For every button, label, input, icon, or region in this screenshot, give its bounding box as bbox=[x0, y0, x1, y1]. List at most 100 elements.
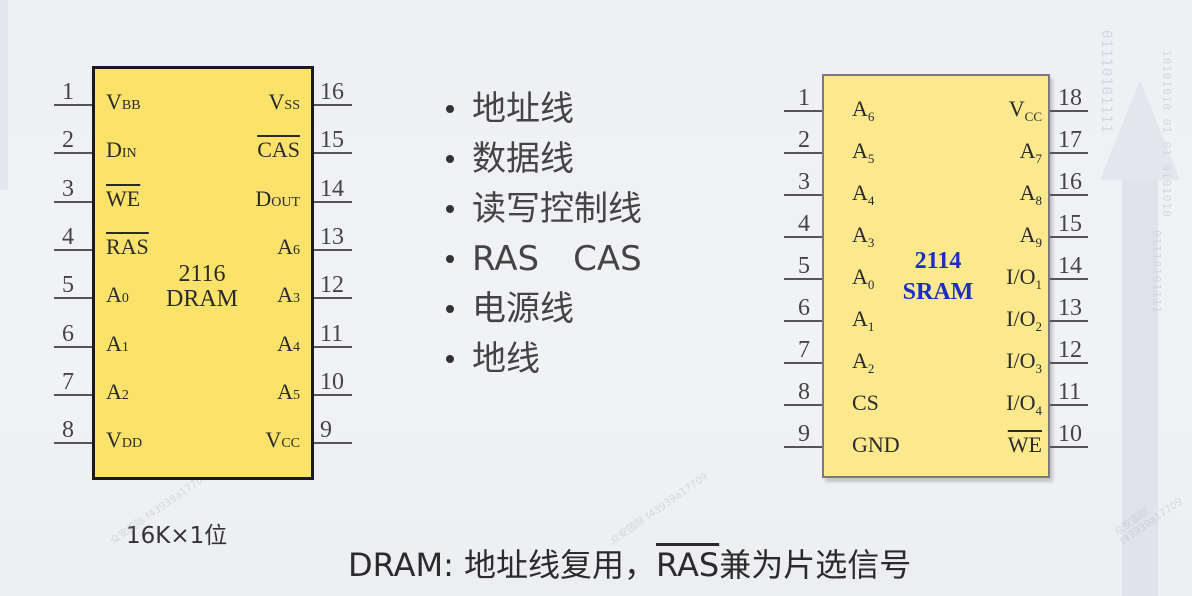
pin-label: A9 bbox=[1019, 222, 1042, 250]
pin-label: A5 bbox=[277, 378, 300, 404]
watermark-text: 众安国际 f43939a17709 bbox=[608, 471, 711, 548]
pin-label-main: A bbox=[852, 222, 868, 247]
pin-line bbox=[54, 393, 92, 396]
pin-number: 14 bbox=[1058, 253, 1082, 279]
background-decoration-left bbox=[0, 0, 8, 190]
pin-label: WE bbox=[1008, 434, 1042, 456]
pin-number: 13 bbox=[1058, 295, 1082, 321]
pin-number: 17 bbox=[1058, 127, 1082, 153]
bullet-icon bbox=[446, 355, 454, 363]
pin-label-subscript: 5 bbox=[867, 151, 875, 166]
pin-label-main: A bbox=[852, 138, 868, 163]
pin-number: 2 bbox=[798, 127, 810, 153]
pin-number: 5 bbox=[798, 253, 810, 279]
pin-line bbox=[314, 248, 352, 251]
pin-label-main: A bbox=[277, 378, 293, 404]
pin-label-main: I/O bbox=[1006, 264, 1036, 289]
pin-label-main: A bbox=[277, 282, 293, 308]
pin-number: 3 bbox=[798, 169, 810, 195]
pin-label-main: V bbox=[106, 89, 122, 114]
pin-label-subscript: 1 bbox=[121, 339, 129, 355]
pin-label: VSS bbox=[269, 91, 300, 113]
pin-number: 7 bbox=[62, 368, 74, 395]
pin-label: A8 bbox=[1020, 182, 1042, 208]
pin-label: WE bbox=[106, 187, 140, 210]
pin-label-subscript: 4 bbox=[1035, 403, 1043, 418]
pin-label-main: V bbox=[265, 427, 282, 453]
pin-label: A1 bbox=[852, 308, 875, 334]
pin-line bbox=[784, 110, 822, 112]
pin-label-main: V bbox=[268, 89, 285, 114]
arrow-shaft-shape bbox=[1122, 180, 1158, 596]
pin-line bbox=[54, 152, 92, 155]
pin-line bbox=[1050, 362, 1088, 364]
background-binary-text: 01110101111 bbox=[1150, 230, 1163, 314]
pin-number: 6 bbox=[798, 295, 810, 321]
pin-line bbox=[314, 152, 352, 155]
pin-line bbox=[54, 297, 92, 300]
pin-number: 6 bbox=[62, 320, 74, 347]
pin-label-main: A bbox=[277, 330, 293, 356]
pin-number: 18 bbox=[1058, 85, 1082, 111]
footer-note-signal: RAS bbox=[656, 546, 720, 584]
pin-label-subscript: 2 bbox=[867, 361, 875, 376]
pin-label-main: A bbox=[1019, 138, 1036, 163]
pin-line bbox=[784, 194, 822, 196]
pin-label-main: A bbox=[852, 96, 868, 121]
pin-label-subscript: IN bbox=[121, 146, 137, 162]
pin-label-main: V bbox=[1008, 96, 1025, 121]
pin-line bbox=[784, 404, 822, 406]
pin-line bbox=[1050, 446, 1088, 448]
pin-label-subscript: 1 bbox=[1035, 277, 1043, 292]
pin-number: 10 bbox=[1058, 421, 1082, 447]
pin-line bbox=[784, 152, 822, 154]
pin-number: 15 bbox=[320, 127, 344, 154]
pin-label: I/O3 bbox=[1006, 350, 1043, 376]
pin-line bbox=[1050, 152, 1088, 154]
pin-label-main: A bbox=[852, 264, 868, 289]
pin-number: 12 bbox=[1058, 337, 1082, 363]
pin-label-main: A bbox=[1019, 222, 1036, 247]
pin-number: 1 bbox=[798, 85, 810, 111]
pin-line bbox=[54, 200, 92, 203]
pin-number: 8 bbox=[62, 417, 74, 444]
footer-note-suffix: 兼为片选信号 bbox=[719, 546, 912, 584]
pin-label: A0 bbox=[852, 264, 874, 292]
list-item: 数据线 bbox=[446, 134, 642, 184]
pin-label: I/O1 bbox=[1006, 264, 1043, 292]
pin-number: 4 bbox=[798, 211, 810, 237]
pin-label: A4 bbox=[852, 182, 874, 208]
pin-label: VCC bbox=[265, 429, 300, 451]
chip-type: SRAM bbox=[902, 279, 974, 306]
pin-label-subscript: 7 bbox=[1035, 151, 1043, 166]
pin-label-main: GND bbox=[852, 432, 900, 457]
pin-label-main: V bbox=[106, 427, 122, 453]
pin-line bbox=[1050, 404, 1088, 406]
pin-label: A6 bbox=[852, 96, 875, 124]
pin-number: 5 bbox=[62, 272, 74, 299]
pin-label-subscript: 1 bbox=[867, 319, 875, 334]
pin-label-main: WE bbox=[1007, 432, 1042, 457]
pin-number: 14 bbox=[320, 175, 344, 202]
pin-number: 9 bbox=[798, 421, 810, 447]
pin-number: 8 bbox=[798, 379, 810, 405]
pin-label-subscript: 3 bbox=[1035, 361, 1043, 376]
pin-label-main: A bbox=[106, 330, 122, 356]
background-binary-text: 10101010 01 01 0101010 bbox=[1160, 50, 1173, 218]
pin-label-subscript: 6 bbox=[293, 242, 300, 258]
pin-line bbox=[54, 248, 92, 251]
pin-label: A2 bbox=[852, 350, 875, 376]
pin-label-main: A bbox=[277, 233, 293, 259]
pin-label-main: I/O bbox=[1006, 390, 1036, 415]
pin-label: RAS bbox=[106, 235, 149, 258]
bullet-icon bbox=[446, 155, 454, 163]
bullet-text: RAS CAS bbox=[472, 239, 642, 279]
pin-label-subscript: SS bbox=[284, 98, 300, 113]
pin-label: I/O4 bbox=[1006, 390, 1043, 418]
bullet-text: 地线 bbox=[472, 339, 540, 379]
pin-label-subscript: 6 bbox=[867, 109, 875, 124]
pin-label: DIN bbox=[106, 139, 137, 161]
pin-label-subscript: CC bbox=[1024, 109, 1042, 124]
pin-line bbox=[1050, 236, 1088, 238]
pin-label: A1 bbox=[106, 330, 129, 356]
